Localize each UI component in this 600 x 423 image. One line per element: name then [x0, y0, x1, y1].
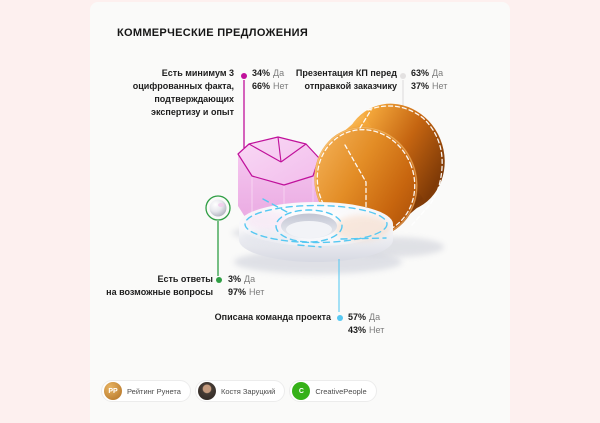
- white-torus-chart: [234, 198, 402, 274]
- callout-answers-values: 3%Да 97%Нет: [228, 274, 265, 297]
- page-title: КОММЕРЧЕСКИЕ ПРЕДЛОЖЕНИЯ: [117, 27, 309, 39]
- creativepeople-logo: C: [292, 382, 311, 400]
- source-badges: РР Рейтинг Рунета Костя Заруцкий C Creat…: [101, 380, 377, 402]
- callout-team-dot: [337, 315, 343, 321]
- kostya-zarutskiy-avatar: [197, 382, 216, 400]
- pearl-chart: [205, 195, 231, 276]
- callout-facts-values: 34%Да 66%Нет: [252, 68, 289, 91]
- callout-presentation-values: 63%Да 37%Нет: [411, 68, 448, 91]
- callout-team-values: 57%Да 43%Нет: [348, 312, 385, 335]
- callout-facts-label: Есть минимум 3 оцифрованных факта, подтв…: [132, 68, 234, 117]
- badge-rating-runeta[interactable]: РР Рейтинг Рунета: [101, 380, 191, 402]
- callout-facts-dot: [241, 73, 247, 79]
- callout-presentation-label: Презентация КП перед отправкой заказчику: [295, 68, 397, 91]
- callout-presentation-dot: [400, 73, 406, 79]
- badge-creativepeople[interactable]: C CreativePeople: [289, 380, 377, 402]
- callout-answers-label: Есть ответы на возможные вопросы: [106, 274, 213, 297]
- callout-answers-dot: [216, 277, 222, 283]
- callout-team-label: Описана команда проекта: [214, 312, 331, 322]
- rating-runeta-logo: РР: [104, 382, 122, 400]
- badge-kostya-zarutskiy[interactable]: Костя Заруцкий: [194, 380, 286, 402]
